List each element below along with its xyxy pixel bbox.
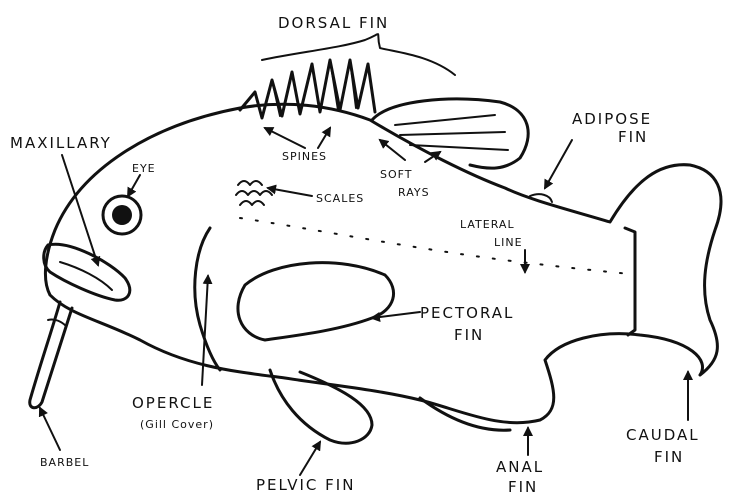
label-eye: EYE	[132, 162, 156, 175]
eye-pupil	[112, 205, 132, 225]
label-soft-rays-1: SOFT	[380, 168, 413, 181]
label-adipose-2: FIN	[618, 128, 648, 146]
pectoral-fin	[238, 263, 394, 340]
barbel-arrow	[40, 408, 60, 450]
label-anal-2: FIN	[508, 478, 538, 496]
spines-arrow-1	[265, 128, 305, 148]
adipose-arrow	[545, 140, 572, 188]
label-caudal-2: FIN	[654, 448, 684, 466]
label-adipose-1: ADIPOSE	[572, 110, 652, 128]
label-barbel: BARBEL	[40, 456, 89, 469]
label-anal-1: ANAL	[496, 458, 544, 476]
eye-arrow	[128, 175, 140, 196]
pelvic-fin	[270, 370, 372, 443]
label-soft-rays-2: RAYS	[398, 186, 430, 199]
dorsal-fin-bracket	[262, 34, 455, 75]
scales-arrow	[268, 188, 312, 196]
label-opercle-1: OPERCLE	[132, 394, 214, 412]
barbel	[30, 302, 72, 408]
spines-arrow-2	[318, 128, 330, 148]
label-pectoral-2: FIN	[454, 326, 484, 344]
pelvic-arrow	[300, 442, 320, 475]
label-lateral-line-1: LATERAL	[460, 218, 515, 231]
label-lateral-line-2: LINE	[494, 236, 523, 249]
label-pectoral-1: PECTORAL	[420, 304, 514, 322]
scales-sketch	[236, 181, 272, 205]
label-pelvic-fin: PELVIC FIN	[256, 476, 355, 494]
label-dorsal-fin: DORSAL FIN	[278, 14, 389, 32]
label-spines: SPINES	[282, 150, 327, 163]
fish-body-outline	[45, 104, 721, 423]
label-scales: SCALES	[316, 192, 364, 205]
label-opercle-2: (Gill Cover)	[140, 418, 214, 431]
label-caudal-1: CAUDAL	[626, 426, 700, 444]
peduncle-bracket	[625, 228, 635, 335]
soft-rays-arrow	[380, 140, 405, 160]
label-maxillary: MAXILLARY	[10, 134, 112, 152]
